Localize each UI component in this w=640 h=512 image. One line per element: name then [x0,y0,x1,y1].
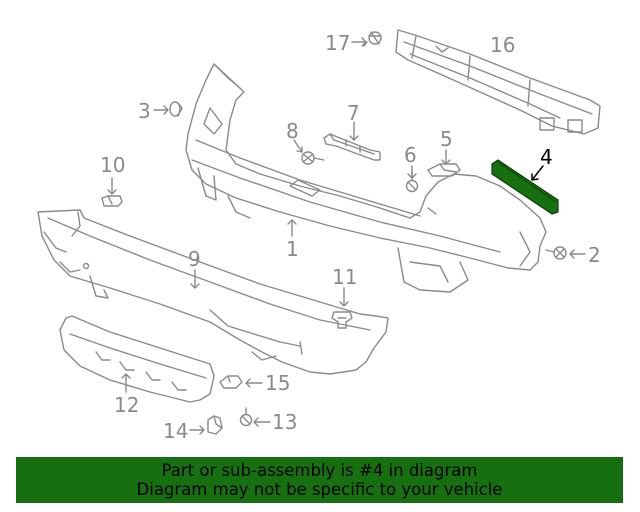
callout-14-arrow [189,425,205,435]
part-8-screw[interactable] [301,151,325,165]
callout-14-label: 14 [163,419,188,443]
part-13-bolt[interactable] [239,407,253,427]
exploded-parts-diagram: 16 17 3 7 8 5 6 10 1 2 9 11 15 12 13 14 … [37,29,601,443]
callout-3-arrow [153,105,169,115]
callout-2-label: 2 [588,243,601,267]
callout-6-label: 6 [404,143,417,167]
callout-11-label: 11 [332,265,357,289]
part-17-bolt[interactable] [363,31,382,47]
callout-7-label: 7 [347,101,360,125]
callout-8-arrow [293,139,303,153]
callout-17-arrow [351,37,367,47]
callout-12-arrow [121,373,131,393]
part-10-clip[interactable] [101,195,123,207]
part-9-lower-garnish[interactable] [37,209,389,375]
callout-4-label: 4 [540,145,553,169]
part-3-clip[interactable] [169,101,183,117]
part-2-screw[interactable] [545,246,567,260]
part-4-highlighted-bracket[interactable] [491,159,559,215]
part-12-skid-garnish[interactable] [59,315,215,403]
part-1-bumper-cover[interactable] [185,63,547,293]
part-11-clip[interactable] [331,311,353,329]
banner-line-1: Part or sub-assembly is #4 in diagram [161,461,478,480]
callout-4-arrow [531,165,544,181]
callout-8-label: 8 [286,119,299,143]
part-14-nut[interactable] [207,415,223,435]
callout-10-arrow [107,177,117,195]
callout-2-arrow [569,249,586,259]
callout-10-label: 10 [100,153,125,177]
callout-5-arrow [441,149,451,165]
callout-1-arrow [287,219,297,237]
callout-5-label: 5 [440,127,453,151]
callout-15-arrow [245,378,263,388]
banner-line-2: Diagram may not be specific to your vehi… [136,480,503,499]
callout-17-label: 17 [325,31,350,55]
callout-13-label: 13 [272,410,297,434]
callout-9-arrow [190,269,200,289]
callout-13-arrow [253,417,271,427]
callout-11-arrow [339,287,349,307]
part-info-banner: Part or sub-assembly is #4 in diagram Di… [16,457,623,503]
part-15-clip[interactable] [219,375,243,389]
callout-9-label: 9 [188,247,201,271]
callout-16-label: 16 [490,33,515,57]
callout-1-label: 1 [286,237,299,261]
callout-15-label: 15 [265,371,290,395]
part-7-bracket[interactable] [323,133,381,161]
part-5-spacer[interactable] [427,163,461,177]
callout-6-arrow [407,165,417,179]
callout-12-label: 12 [114,393,139,417]
callout-7-arrow [349,121,359,141]
part-16-rear-beam[interactable] [395,29,601,135]
callout-3-label: 3 [138,99,151,123]
